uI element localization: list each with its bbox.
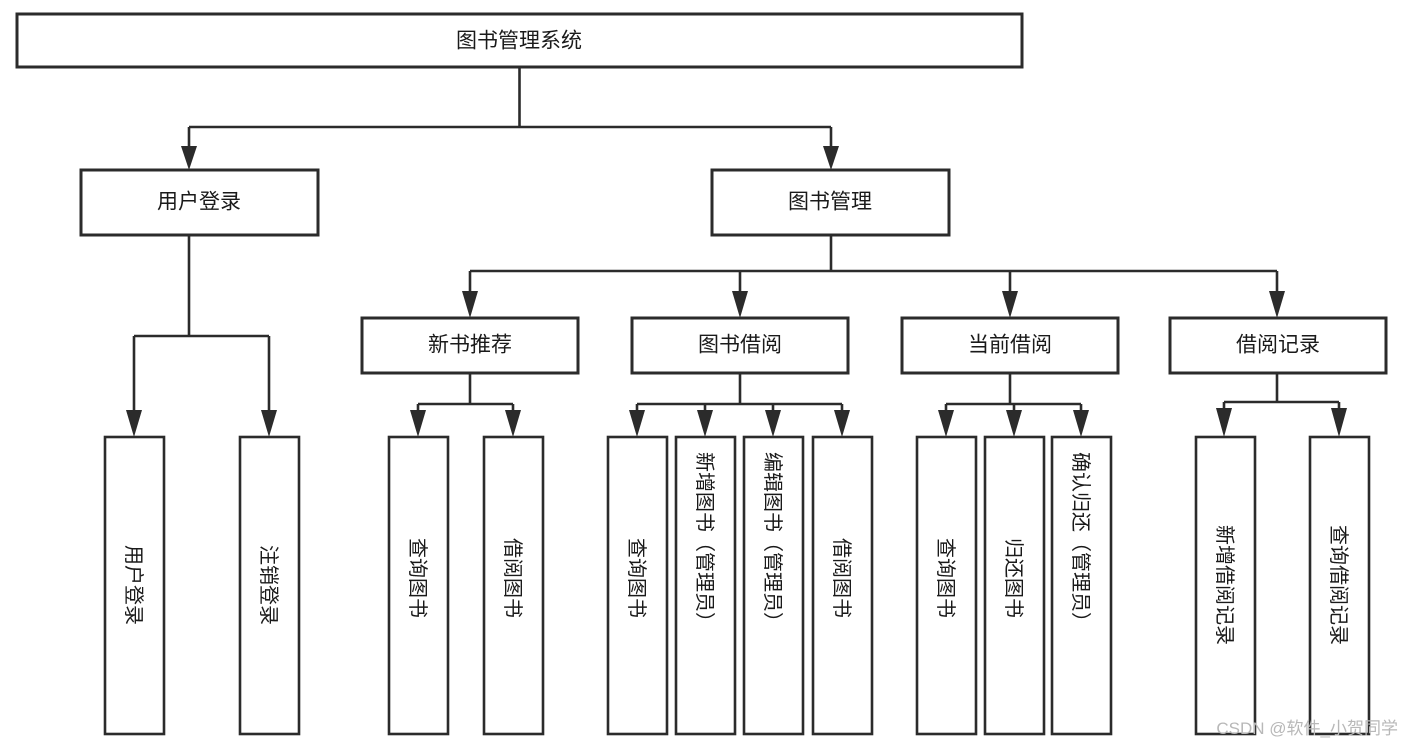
node-new-book-recommend-label: 新书推荐 <box>428 334 512 357</box>
node-leaf-query-record-label: 查询借阅记录 <box>1327 525 1350 645</box>
node-leaf-query-book-1-box[interactable] <box>387 435 450 736</box>
node-leaf-confirm-return[interactable]: 确认归还（管理员） <box>1050 435 1113 736</box>
node-leaf-query-book-2[interactable]: 查询图书 <box>606 435 669 736</box>
node-leaf-borrow-book-2[interactable]: 借阅图书 <box>811 435 874 736</box>
arrow-leaf-user-login <box>126 410 142 437</box>
node-leaf-query-book-1-label: 查询图书 <box>406 538 429 618</box>
node-leaf-query-book-3[interactable]: 查询图书 <box>915 435 978 736</box>
node-book-borrow-label: 图书借阅 <box>698 334 782 357</box>
node-leaf-edit-book[interactable]: 编辑图书（管理员） <box>742 435 805 736</box>
node-book-management-label: 图书管理 <box>788 191 872 214</box>
node-borrow-record-label: 借阅记录 <box>1236 334 1320 357</box>
node-leaf-edit-book-label: 编辑图书（管理员） <box>761 452 784 632</box>
node-leaf-user-login-box[interactable] <box>103 435 166 736</box>
arrow-new-book-recommend <box>462 291 478 318</box>
node-leaf-borrow-book-1-box[interactable] <box>482 435 545 736</box>
arrow-leaf-add-record <box>1216 408 1232 437</box>
node-leaf-add-book-label: 新增图书（管理员） <box>693 452 716 632</box>
node-current-borrow[interactable]: 当前借阅 <box>900 316 1120 375</box>
node-new-book-recommend-box[interactable] <box>360 316 580 375</box>
node-book-borrow-box[interactable] <box>630 316 850 375</box>
arrow-leaf-query-book-3 <box>938 410 954 437</box>
node-leaf-query-record-box[interactable] <box>1308 435 1371 736</box>
arrow-book-management <box>823 146 839 170</box>
node-leaf-user-logout-label: 注销登录 <box>257 545 280 625</box>
node-leaf-add-record[interactable]: 新增借阅记录 <box>1194 435 1257 736</box>
arrow-user-login <box>181 146 197 170</box>
node-root-label: 图书管理系统 <box>456 30 582 53</box>
node-leaf-return-book[interactable]: 归还图书 <box>983 435 1046 736</box>
arrow-leaf-return-book <box>1006 410 1022 437</box>
arrow-leaf-add-book <box>697 410 713 437</box>
node-leaf-query-book-3-label: 查询图书 <box>934 538 957 618</box>
arrow-leaf-query-book-2 <box>629 410 645 437</box>
node-root[interactable]: 图书管理系统 <box>15 12 1024 69</box>
arrow-leaf-borrow-book-2 <box>834 410 850 437</box>
node-book-management[interactable]: 图书管理 <box>710 168 951 237</box>
node-leaf-add-book-box[interactable] <box>674 435 737 736</box>
node-leaf-borrow-book-2-label: 借阅图书 <box>830 538 853 618</box>
node-book-borrow[interactable]: 图书借阅 <box>630 316 850 375</box>
node-borrow-record-box[interactable] <box>1168 316 1388 375</box>
node-leaf-confirm-return-box[interactable] <box>1050 435 1113 736</box>
arrow-current-borrow <box>1002 291 1018 318</box>
node-user-login[interactable]: 用户登录 <box>79 168 320 237</box>
node-leaf-edit-book-box[interactable] <box>742 435 805 736</box>
node-book-management-box[interactable] <box>710 168 951 237</box>
node-user-login-label: 用户登录 <box>157 191 241 214</box>
node-leaf-query-book-1[interactable]: 查询图书 <box>387 435 450 736</box>
arrow-leaf-query-record <box>1331 408 1347 437</box>
node-current-borrow-box[interactable] <box>900 316 1120 375</box>
arrow-leaf-borrow-book-1 <box>505 410 521 437</box>
node-leaf-return-book-box[interactable] <box>983 435 1046 736</box>
node-leaf-add-record-label: 新增借阅记录 <box>1213 525 1236 645</box>
node-current-borrow-label: 当前借阅 <box>968 334 1052 357</box>
arrow-leaf-query-book-1 <box>410 410 426 437</box>
node-leaf-add-book[interactable]: 新增图书（管理员） <box>674 435 737 736</box>
node-user-login-box[interactable] <box>79 168 320 237</box>
node-leaf-query-book-2-label: 查询图书 <box>625 538 648 618</box>
node-leaf-add-record-box[interactable] <box>1194 435 1257 736</box>
arrow-leaf-confirm-return <box>1073 410 1089 437</box>
arrow-leaf-edit-book <box>765 410 781 437</box>
node-leaf-return-book-label: 归还图书 <box>1002 538 1025 618</box>
node-leaf-user-login[interactable]: 用户登录 <box>103 435 166 736</box>
node-leaf-query-book-2-box[interactable] <box>606 435 669 736</box>
arrow-leaf-user-logout <box>261 410 277 437</box>
node-new-book-recommend[interactable]: 新书推荐 <box>360 316 580 375</box>
node-borrow-record[interactable]: 借阅记录 <box>1168 316 1388 375</box>
node-leaf-user-logout-box[interactable] <box>238 435 301 736</box>
connector-layer <box>126 67 1347 437</box>
node-leaf-borrow-book-1-label: 借阅图书 <box>501 538 524 618</box>
node-leaf-query-book-3-box[interactable] <box>915 435 978 736</box>
node-leaf-borrow-book-2-box[interactable] <box>811 435 874 736</box>
arrow-borrow-record <box>1269 291 1285 318</box>
node-leaf-confirm-return-label: 确认归还（管理员） <box>1069 452 1092 632</box>
csdn-watermark: CSDN @软件_小贺同学 <box>1216 719 1398 738</box>
node-leaf-user-login-label: 用户登录 <box>122 545 145 625</box>
arrow-book-borrow <box>732 291 748 318</box>
node-leaf-borrow-book-1[interactable]: 借阅图书 <box>482 435 545 736</box>
node-root-box[interactable] <box>15 12 1024 69</box>
node-leaf-query-record[interactable]: 查询借阅记录 <box>1308 435 1371 736</box>
node-leaf-user-logout[interactable]: 注销登录 <box>238 435 301 736</box>
